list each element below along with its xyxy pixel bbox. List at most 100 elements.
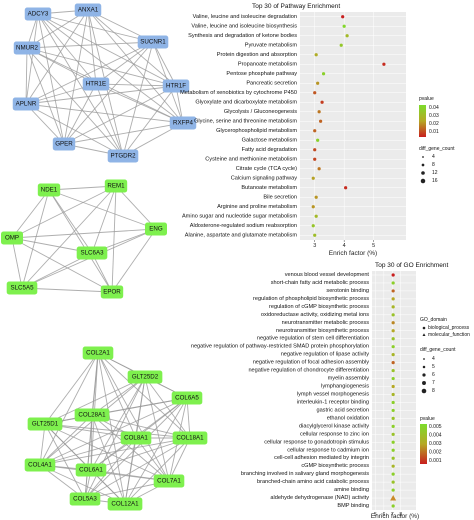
node-col6a5-label: COL6A5 <box>175 395 199 402</box>
pathway-grid <box>300 12 406 240</box>
go-term-bmp-binding: BMP binding <box>337 503 369 509</box>
network-edge <box>37 13 124 157</box>
pathway-term-synthesis-and-degradation-of-ketone-bodies: Synthesis and degradation of ketone bodi… <box>188 33 297 39</box>
go-term-serotonin-binding: serotonin binding <box>326 288 369 294</box>
go-pvalue-tick: 0.005 <box>429 424 442 430</box>
node-col5a3-label: COL5A3 <box>73 496 97 503</box>
node-col7a1: COL7A1 <box>153 474 185 488</box>
go-point <box>391 424 395 428</box>
go-point <box>391 329 395 333</box>
node-nmur2-box <box>13 41 41 55</box>
node-col28a1-label: COL28A1 <box>78 412 106 419</box>
go-x-tick-label: 7 <box>391 512 394 518</box>
go-term-cell-cell-adhesion-mediated-by-integrin: cell-cell adhesion mediated by integrin <box>274 455 369 461</box>
go-domain-triangle-symbol <box>422 333 426 336</box>
network-edge <box>44 423 191 439</box>
go-size-legend-title: diff_gene_count <box>420 347 456 353</box>
node-aplnr-label: APLNR <box>16 101 37 108</box>
go-size-legend-dot <box>421 388 427 394</box>
node-col6a5-box <box>171 391 203 405</box>
network-edge <box>124 397 188 505</box>
node-slc5a5-box <box>6 281 38 295</box>
node-col5a3-box <box>69 492 101 506</box>
network-edge <box>25 103 124 157</box>
pathway-point <box>317 167 321 171</box>
pathway-title: Top 30 of Pathway Enrichment <box>252 3 340 10</box>
network-edge <box>25 9 89 105</box>
go-point <box>391 337 395 341</box>
go-size-legend-dot <box>423 358 425 360</box>
node-col8a1: COL8A1 <box>120 431 152 445</box>
node-rxfp4-box <box>169 116 197 130</box>
node-htr1f-label: HTR1F <box>166 83 186 90</box>
network-edge <box>84 397 188 500</box>
pathway-point <box>319 119 323 123</box>
pathway-point <box>341 15 345 19</box>
pathway-x-label: Enrich factor (%) <box>329 250 377 257</box>
go-term-gastric-acid-secretion: gastric acid secretion <box>316 407 369 413</box>
node-anxa1-box <box>74 3 102 17</box>
go-size-legend-dot <box>422 365 426 369</box>
network-edge <box>186 397 191 439</box>
go-term-oxidoreductase-activity-oxidizing-metal-ions: oxidoreductase activity, oxidizing metal… <box>261 312 369 318</box>
pathway-term-fatty-acid-degradation: Fatty acid degradation <box>242 147 297 153</box>
node-slc6a3: SLC6A3 <box>76 246 108 260</box>
node-col4a1: COL4A1 <box>24 458 56 472</box>
go-point <box>391 488 395 492</box>
node-htr1e-box <box>82 77 110 91</box>
network-edge <box>91 414 170 482</box>
node-col4a1-box <box>24 458 56 472</box>
node-gper-label: GPER <box>55 141 73 148</box>
pathway-term-alanine-aspartate-and-glutamate-metabolism: Alanine, aspartate and glutamate metabol… <box>185 232 298 238</box>
pathway-term-propanoate-metabolism: Propanoate metabolism <box>238 61 297 67</box>
network-edge <box>25 41 154 105</box>
go-term-amine-binding: amine binding <box>334 487 369 493</box>
network-edge <box>63 41 154 145</box>
node-omp: OMP <box>1 231 23 245</box>
node-epor-box <box>100 285 124 299</box>
network-edge <box>152 41 177 87</box>
pathway-x-tick-label: 4 <box>343 243 346 249</box>
node-col18a1-box <box>172 431 208 445</box>
pathway-point <box>313 148 317 152</box>
go-term-branched-chain-amino-acid-catabolic-process: branched-chain amino acid catabolic proc… <box>257 479 369 485</box>
go-term-lymph-vessel-morphogenesis: lymph vessel morphogenesis <box>297 391 369 397</box>
network-edge <box>11 189 50 239</box>
go-point <box>391 472 395 476</box>
go-point <box>391 345 395 349</box>
pathway-point <box>314 214 318 218</box>
go-term-negative-regulation-of-focal-adhesion-assembly: negative regulation of focal adhesion as… <box>253 360 370 366</box>
node-adcy3-box <box>24 7 52 21</box>
pathway-pvalue-legend-title: pvalue <box>419 96 434 102</box>
go-enrichment-plot: Top 30 of GO Enrichment venous blood ves… <box>191 262 470 520</box>
pathway-term-butanoate-metabolism: Butanoate metabolism <box>241 185 297 191</box>
network-edge <box>25 47 28 105</box>
pathway-point <box>344 186 348 190</box>
go-point <box>391 368 395 373</box>
node-omp-box <box>1 231 23 245</box>
go-point <box>391 448 395 452</box>
pathway-point <box>314 195 318 199</box>
go-term-cellular-response-to-cadmium-ion: cellular response to cadmium ion <box>287 447 369 453</box>
pathway-point <box>342 24 346 28</box>
pathway-x-tick-label: 3 <box>313 243 316 249</box>
pathway-point <box>339 43 343 47</box>
network-edge <box>124 437 137 505</box>
pathway-term-cysteine-and-methionine-metabolism: Cysteine and methionine metabolism <box>205 156 297 162</box>
go-pvalue-tick: 0.001 <box>429 458 442 464</box>
network-edge <box>25 85 177 105</box>
pathway-term-amino-sugar-and-nucleotide-sugar-metabolism: Amino sugar and nucleotide sugar metabol… <box>182 213 297 219</box>
node-col7a1-label: COL7A1 <box>157 478 181 485</box>
network-edge <box>37 13 97 85</box>
pathway-point <box>311 224 315 228</box>
pathway-term-bile-secretion: Bile secretion <box>263 194 297 200</box>
node-htr1e-label: HTR1E <box>86 81 106 88</box>
network-edge <box>44 376 146 425</box>
go-point <box>391 384 395 389</box>
go-size-legend-label: 5 <box>432 364 435 370</box>
go-domain-circle-symbol <box>422 326 426 330</box>
pathway-pvalue-tick: 0.04 <box>429 105 439 111</box>
